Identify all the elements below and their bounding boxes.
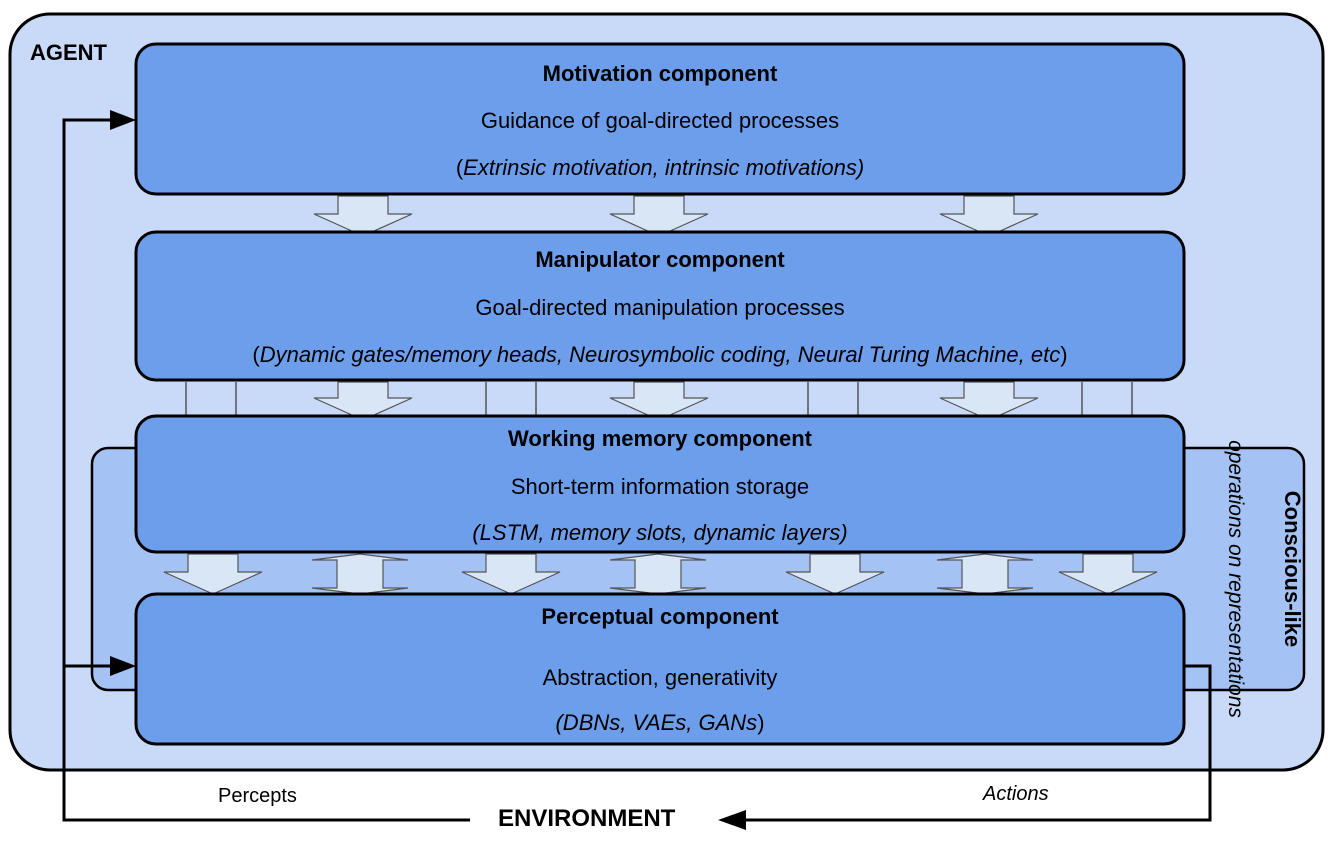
- connectors-manipulator-to-working-memory: [185, 382, 1133, 416]
- perceptual-examples-text: (DBNs, VAEs, GANs: [555, 710, 758, 735]
- down-arrow: [313, 381, 413, 421]
- agent-label: AGENT: [30, 40, 107, 65]
- down-arrow: [163, 553, 263, 595]
- perceptual-title: Perceptual component: [541, 604, 779, 629]
- down-arrow: [313, 195, 413, 237]
- arrowhead-to-motivation: [110, 110, 136, 130]
- conscious-like-title: Conscious-like: [1280, 490, 1305, 648]
- motivation-examples: (Extrinsic motivation, intrinsic motivat…: [456, 157, 864, 179]
- arrows-manipulator-to-working-memory: [313, 381, 1039, 421]
- actions-label: Actions: [983, 783, 1049, 805]
- arrows-motivation-to-manipulator: [313, 195, 1039, 237]
- paren-close: ): [1060, 342, 1068, 367]
- manipulator-component-box: [134, 230, 1186, 382]
- perceptual-subtitle: Abstraction, generativity: [542, 665, 778, 690]
- down-arrow: [785, 553, 885, 595]
- arrows-working-memory-perceptual: [163, 553, 1158, 595]
- perceptual-examples: (DBNs, VAEs, GANs): [555, 712, 764, 734]
- paren-close: ): [757, 710, 765, 735]
- motivation-component-box: [134, 42, 1186, 196]
- motivation-title: Motivation component: [542, 61, 778, 86]
- environment-label: ENVIRONMENT: [498, 805, 676, 832]
- manipulator-examples: (Dynamic gates/memory heads, Neurosymbol…: [252, 344, 1067, 366]
- working-memory-title: Working memory component: [508, 426, 812, 451]
- paren-open: (: [455, 155, 464, 180]
- percepts-label: Percepts: [218, 785, 297, 807]
- manipulator-examples-text: Dynamic gates/memory heads, Neurosymboli…: [259, 342, 1061, 367]
- working-memory-component-box: [134, 414, 1186, 554]
- actions-loop: [740, 664, 1212, 822]
- arrowhead-to-perceptual: [110, 656, 136, 676]
- manipulator-title: Manipulator component: [535, 247, 785, 272]
- down-arrow: [939, 195, 1039, 237]
- down-arrow: [609, 195, 709, 237]
- arrowhead-to-environment: [718, 810, 746, 830]
- down-arrow: [939, 381, 1039, 421]
- motivation-examples-text: Extrinsic motivation, intrinsic motivati…: [463, 155, 865, 180]
- down-arrow: [1058, 553, 1158, 595]
- percepts-arrowheads: [110, 110, 136, 676]
- working-memory-subtitle: Short-term information storage: [510, 474, 810, 499]
- motivation-subtitle: Guidance of goal-directed processes: [480, 108, 840, 133]
- paren-open: (: [252, 342, 260, 367]
- conscious-like-subtitle: operations on representations: [1224, 440, 1247, 718]
- perceptual-component-box: [134, 592, 1186, 746]
- working-memory-examples-text: (LSTM, memory slots, dynamic layers): [472, 520, 848, 545]
- down-arrow: [609, 381, 709, 421]
- manipulator-subtitle: Goal-directed manipulation processes: [475, 295, 845, 320]
- working-memory-examples: (LSTM, memory slots, dynamic layers): [472, 522, 847, 544]
- down-arrow: [461, 553, 561, 595]
